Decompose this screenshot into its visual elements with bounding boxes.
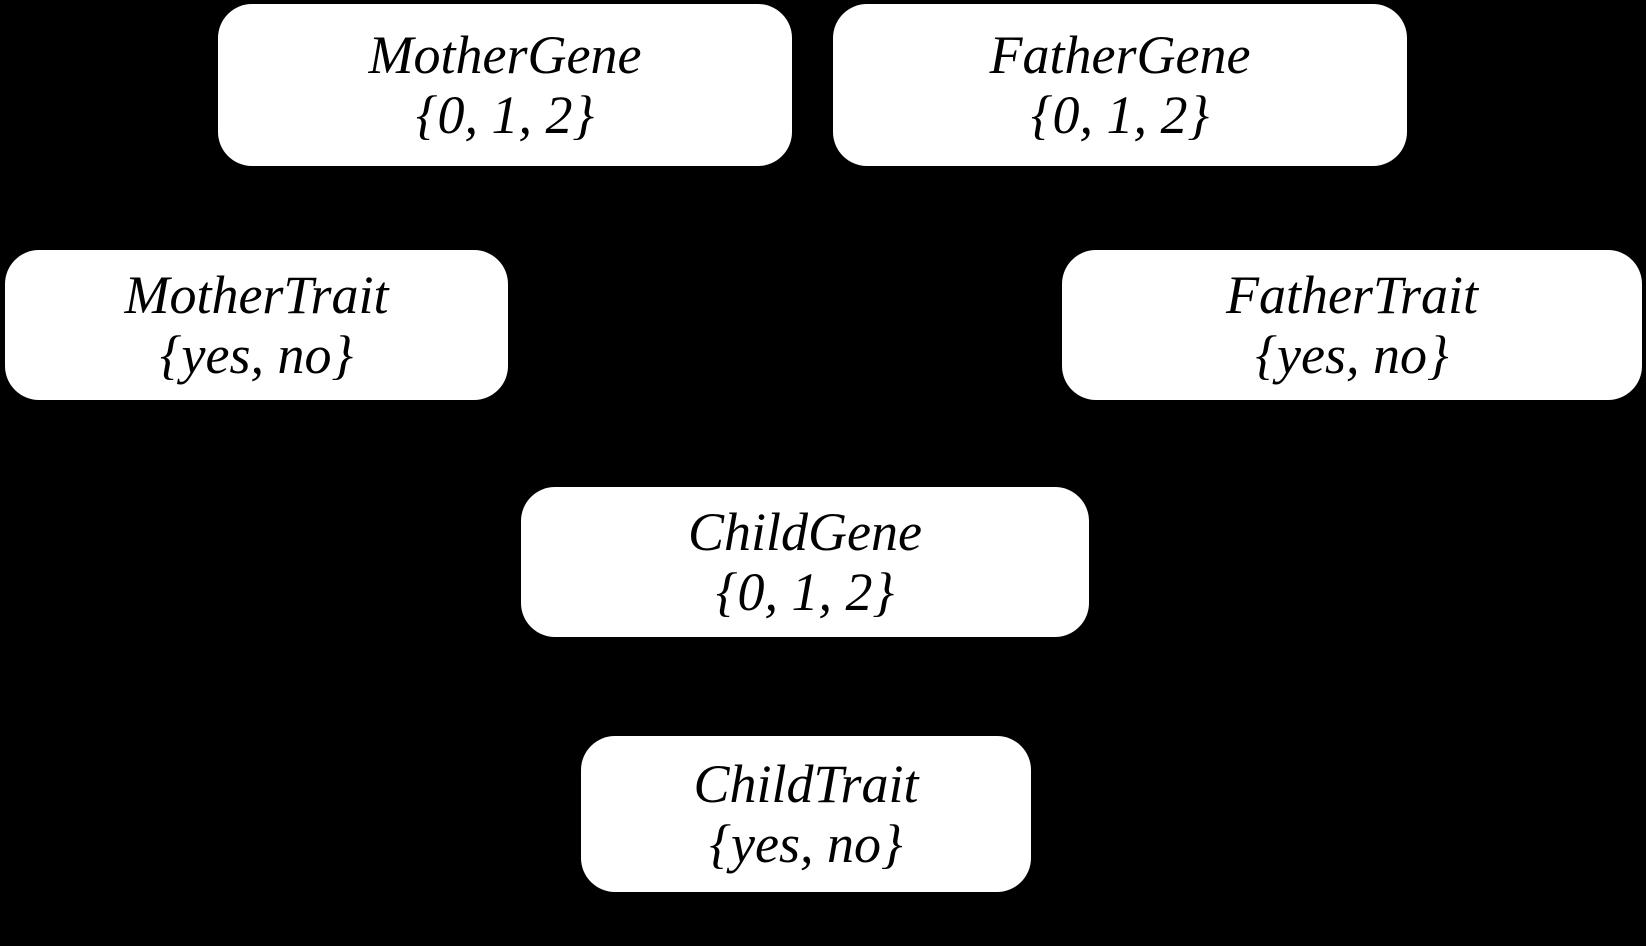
node-mother-gene-label: MotherGene [368,24,642,85]
node-mother-trait-domain: {yes, no} [159,325,354,385]
node-child-gene[interactable]: ChildGene {0, 1, 2} [521,487,1089,637]
node-child-trait-domain: {yes, no} [709,814,903,874]
node-father-trait-label: FatherTrait [1225,264,1479,325]
node-child-gene-label: ChildGene [688,501,922,562]
node-child-gene-domain: {0, 1, 2} [715,562,895,622]
node-father-gene-domain: {0, 1, 2} [1030,85,1210,145]
node-father-trait[interactable]: FatherTrait {yes, no} [1062,250,1642,400]
node-mother-trait[interactable]: MotherTrait {yes, no} [5,250,508,400]
node-father-trait-domain: {yes, no} [1255,325,1449,385]
node-mother-gene[interactable]: MotherGene {0, 1, 2} [218,4,792,166]
node-child-trait-label: ChildTrait [693,753,919,814]
node-mother-trait-label: MotherTrait [124,264,389,325]
node-child-trait[interactable]: ChildTrait {yes, no} [581,736,1031,892]
node-father-gene[interactable]: FatherGene {0, 1, 2} [833,4,1407,166]
node-father-gene-label: FatherGene [989,24,1251,85]
node-mother-gene-domain: {0, 1, 2} [415,85,595,145]
